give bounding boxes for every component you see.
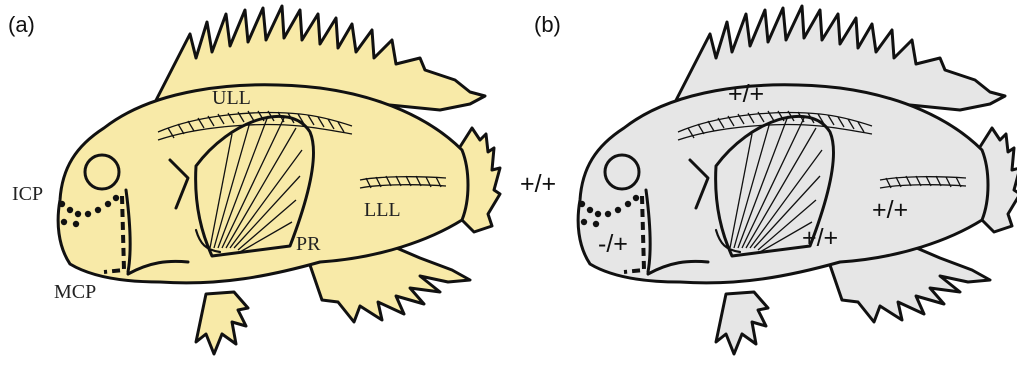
- label-mcp: MCP: [54, 281, 96, 303]
- label-pr: PR: [296, 233, 321, 255]
- geno-cheek: -/+: [598, 230, 628, 258]
- panel-a: (a) ULL ICP MCP PR LLL: [8, 6, 500, 354]
- geno-snout: +/+: [520, 170, 556, 198]
- label-icp: ICP: [12, 183, 43, 205]
- geno-dorsal: +/+: [728, 80, 764, 108]
- label-lll: LLL: [364, 199, 401, 221]
- panel-b-label: (b): [534, 12, 561, 37]
- label-ull: ULL: [212, 87, 251, 109]
- geno-mid: +/+: [802, 224, 838, 252]
- panel-a-label: (a): [8, 12, 35, 37]
- geno-rear: +/+: [872, 196, 908, 224]
- panel-b-fish: [578, 6, 1017, 354]
- panel-a-fish: [58, 6, 500, 354]
- panel-b: (b) +/+ +/+ -/+ +/+ +/+: [520, 6, 1017, 354]
